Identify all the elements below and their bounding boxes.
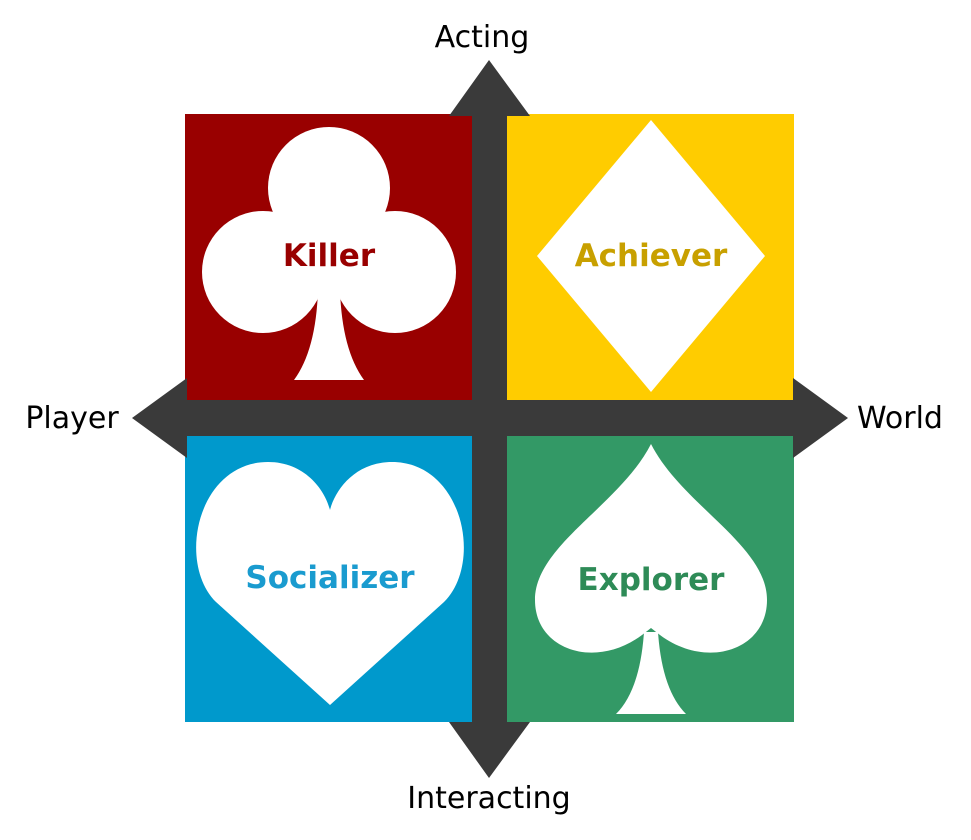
axis-label-interacting: Interacting	[407, 781, 570, 816]
achiever-label: Achiever	[575, 238, 728, 274]
spade-icon	[535, 444, 767, 714]
arrow-right-icon	[793, 378, 848, 458]
axes-cross	[132, 60, 848, 778]
arrow-left-icon	[132, 378, 187, 458]
diamond-icon	[537, 120, 765, 392]
axis-label-acting: Acting	[435, 20, 530, 55]
arrow-down-icon	[449, 722, 530, 778]
axis-label-world: World	[857, 401, 943, 436]
socializer-label: Socializer	[245, 560, 415, 596]
axis-label-player: Player	[25, 401, 119, 436]
horizontal-axis	[180, 400, 800, 436]
arrow-up-icon	[449, 60, 530, 116]
heart-icon	[196, 462, 464, 705]
killer-label: Killer	[283, 238, 376, 274]
club-icon	[202, 127, 456, 380]
explorer-label: Explorer	[578, 562, 726, 598]
